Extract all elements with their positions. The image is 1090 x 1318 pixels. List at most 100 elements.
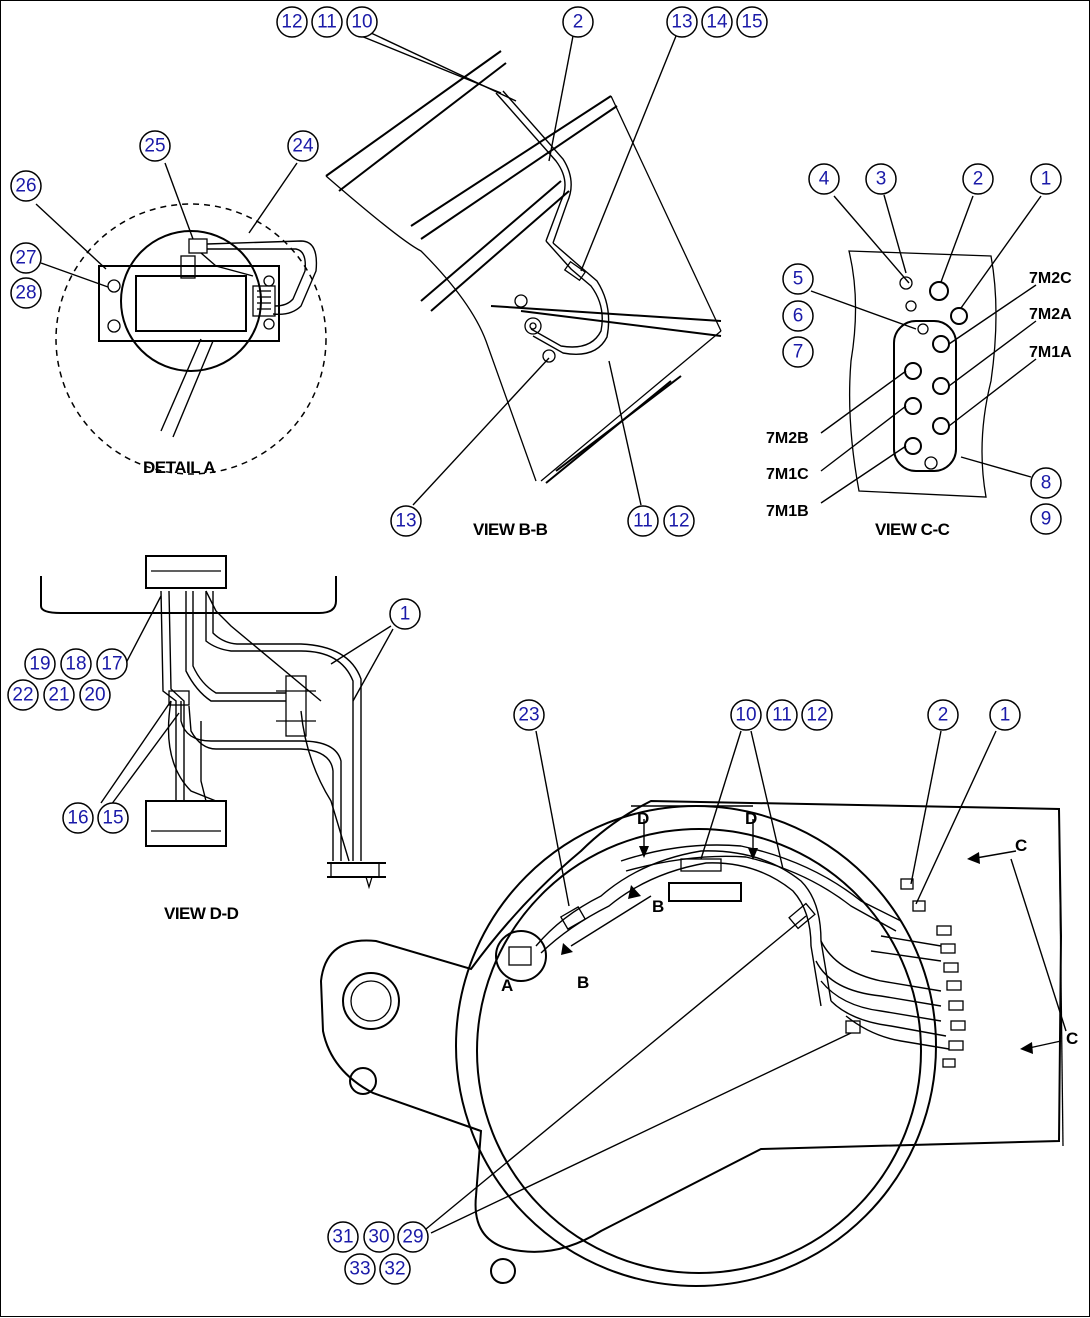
balloon-18: 18	[60, 648, 92, 680]
balloon-7: 7	[782, 336, 814, 368]
balloon-12-main: 12	[801, 699, 833, 731]
section-mark-b2: B	[577, 973, 589, 992]
wire-label-7m1b: 7M1B	[766, 503, 809, 520]
balloon-28: 28	[10, 277, 42, 309]
svg-text:11: 11	[633, 511, 653, 532]
svg-text:8: 8	[1041, 473, 1052, 494]
terminal-block-top	[145, 555, 227, 589]
balloon-1-dd: 1	[389, 598, 421, 630]
svg-text:13: 13	[395, 511, 416, 532]
view-bb-title: VIEW B-B	[473, 520, 548, 539]
balloon-25: 25	[139, 130, 171, 162]
balloon-31: 31	[327, 1221, 359, 1253]
balloon-11-main: 11	[766, 699, 798, 731]
svg-text:14: 14	[706, 12, 728, 33]
svg-text:32: 32	[384, 1259, 405, 1280]
balloon-2-main: 2	[927, 699, 959, 731]
balloon-11-top: 11	[311, 6, 343, 38]
connector-housing	[893, 320, 957, 472]
svg-text:12: 12	[668, 511, 689, 532]
section-mark-d2: D	[745, 809, 757, 828]
svg-text:28: 28	[15, 283, 36, 304]
balloon-23: 23	[513, 699, 545, 731]
svg-text:5: 5	[793, 269, 804, 290]
balloon-24: 24	[287, 130, 319, 162]
balloon-19: 19	[24, 648, 56, 680]
view-dd-title: VIEW D-D	[164, 904, 239, 923]
inner-ring	[476, 828, 922, 1274]
balloon-22: 22	[7, 679, 39, 711]
svg-text:29: 29	[402, 1227, 423, 1248]
balloon-21: 21	[43, 679, 75, 711]
balloon-15-dd: 15	[97, 802, 129, 834]
mounting-hole-large	[342, 972, 400, 1030]
svg-text:11: 11	[772, 705, 792, 726]
svg-text:11: 11	[317, 12, 337, 33]
section-mark-c2: C	[1066, 1029, 1078, 1048]
wire-label-7m2c: 7M2C	[1029, 270, 1072, 287]
detail-a-boundary	[55, 203, 327, 475]
balloon-20: 20	[79, 679, 111, 711]
svg-text:6: 6	[793, 306, 804, 327]
svg-text:24: 24	[292, 136, 314, 157]
terminal-block-bottom	[145, 800, 227, 847]
view-cc: 7M2C 7M2A 7M1A 7M2B 7M1C 7M1B VIEW C-C	[766, 250, 1072, 539]
svg-text:25: 25	[144, 136, 165, 157]
svg-text:15: 15	[741, 12, 762, 33]
svg-text:10: 10	[351, 12, 372, 33]
svg-text:15: 15	[102, 808, 123, 829]
section-mark-b1: B	[652, 897, 664, 916]
detail-a-bracket	[98, 265, 280, 342]
balloon-33: 33	[344, 1253, 376, 1285]
balloon-11-bb: 11	[627, 505, 659, 537]
balloon-30: 30	[363, 1221, 395, 1253]
leader-lines	[35, 32, 1042, 1234]
svg-text:18: 18	[65, 654, 86, 675]
balloon-14-top: 14	[701, 6, 733, 38]
balloon-2-bb: 2	[562, 6, 594, 38]
balloon-17: 17	[96, 648, 128, 680]
balloon-3: 3	[865, 163, 897, 195]
svg-text:13: 13	[671, 12, 692, 33]
wire-label-7m2b: 7M2B	[766, 430, 809, 447]
view-bb: VIEW B-B	[325, 50, 722, 539]
harness-clamp	[668, 882, 742, 902]
section-mark-d1: D	[637, 809, 649, 828]
balloon-12-top: 12	[276, 6, 308, 38]
svg-text:10: 10	[735, 705, 756, 726]
section-mark-a: A	[501, 976, 513, 995]
balloon-29: 29	[397, 1221, 429, 1253]
balloon-4: 4	[808, 163, 840, 195]
balloon-9: 9	[1030, 503, 1062, 535]
svg-text:27: 27	[15, 248, 36, 269]
svg-text:2: 2	[973, 169, 984, 190]
connector-studs	[900, 878, 966, 1068]
balloon-1-cc: 1	[1030, 163, 1062, 195]
wire-label-7m2a: 7M2A	[1029, 306, 1072, 323]
balloon-10-main: 10	[730, 699, 762, 731]
svg-text:2: 2	[573, 12, 584, 33]
view-cc-title: VIEW C-C	[875, 520, 950, 539]
svg-text:26: 26	[15, 176, 36, 197]
detail-a: DETAIL A	[55, 203, 327, 477]
svg-text:2: 2	[938, 705, 949, 726]
detail-a-locator	[495, 930, 547, 982]
detail-a-title: DETAIL A	[143, 458, 215, 477]
svg-text:33: 33	[349, 1259, 370, 1280]
svg-text:23: 23	[518, 705, 539, 726]
balloon-2-cc: 2	[962, 163, 994, 195]
svg-text:19: 19	[29, 654, 50, 675]
svg-text:7: 7	[793, 342, 804, 363]
svg-text:12: 12	[281, 12, 302, 33]
svg-text:12: 12	[806, 705, 827, 726]
detail-a-ring	[120, 230, 262, 372]
balloon-27: 27	[10, 242, 42, 274]
wire-label-7m1c: 7M1C	[766, 466, 809, 483]
balloon-8: 8	[1030, 467, 1062, 499]
outer-ring	[455, 805, 937, 1287]
balloon-32: 32	[379, 1253, 411, 1285]
mounting-hole-bottom	[490, 1258, 516, 1284]
svg-text:9: 9	[1041, 509, 1052, 530]
